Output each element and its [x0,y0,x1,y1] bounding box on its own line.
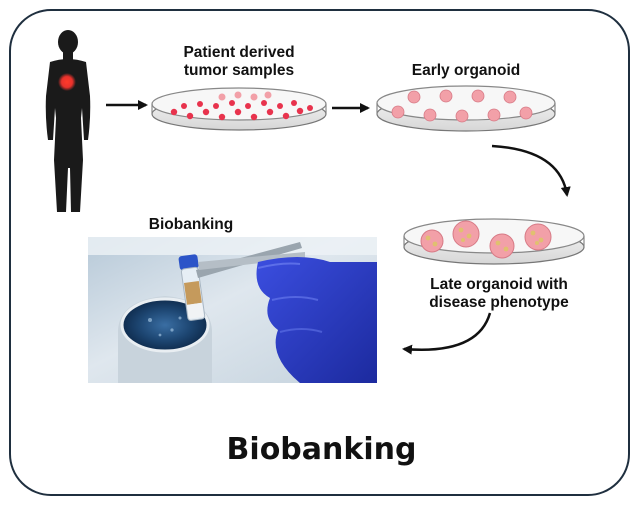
human-silhouette-icon [45,30,91,212]
petri-dish-icon [376,85,556,132]
late-organoid-label: Late organoid with disease phenotype [429,276,569,311]
petri-dish-icon [403,218,585,265]
petri-dish-icon [151,87,327,131]
arrow-icon [491,144,571,197]
early-organoid-label: Early organoid [411,62,521,79]
tumor-highlight [58,73,76,91]
patient-samples-label: Patient derived tumor samples [183,44,295,79]
cryovial-photo [88,237,377,383]
arrow-icon [402,312,492,355]
page-title: Biobanking [226,432,417,467]
photo-caption: Biobanking [148,216,234,233]
